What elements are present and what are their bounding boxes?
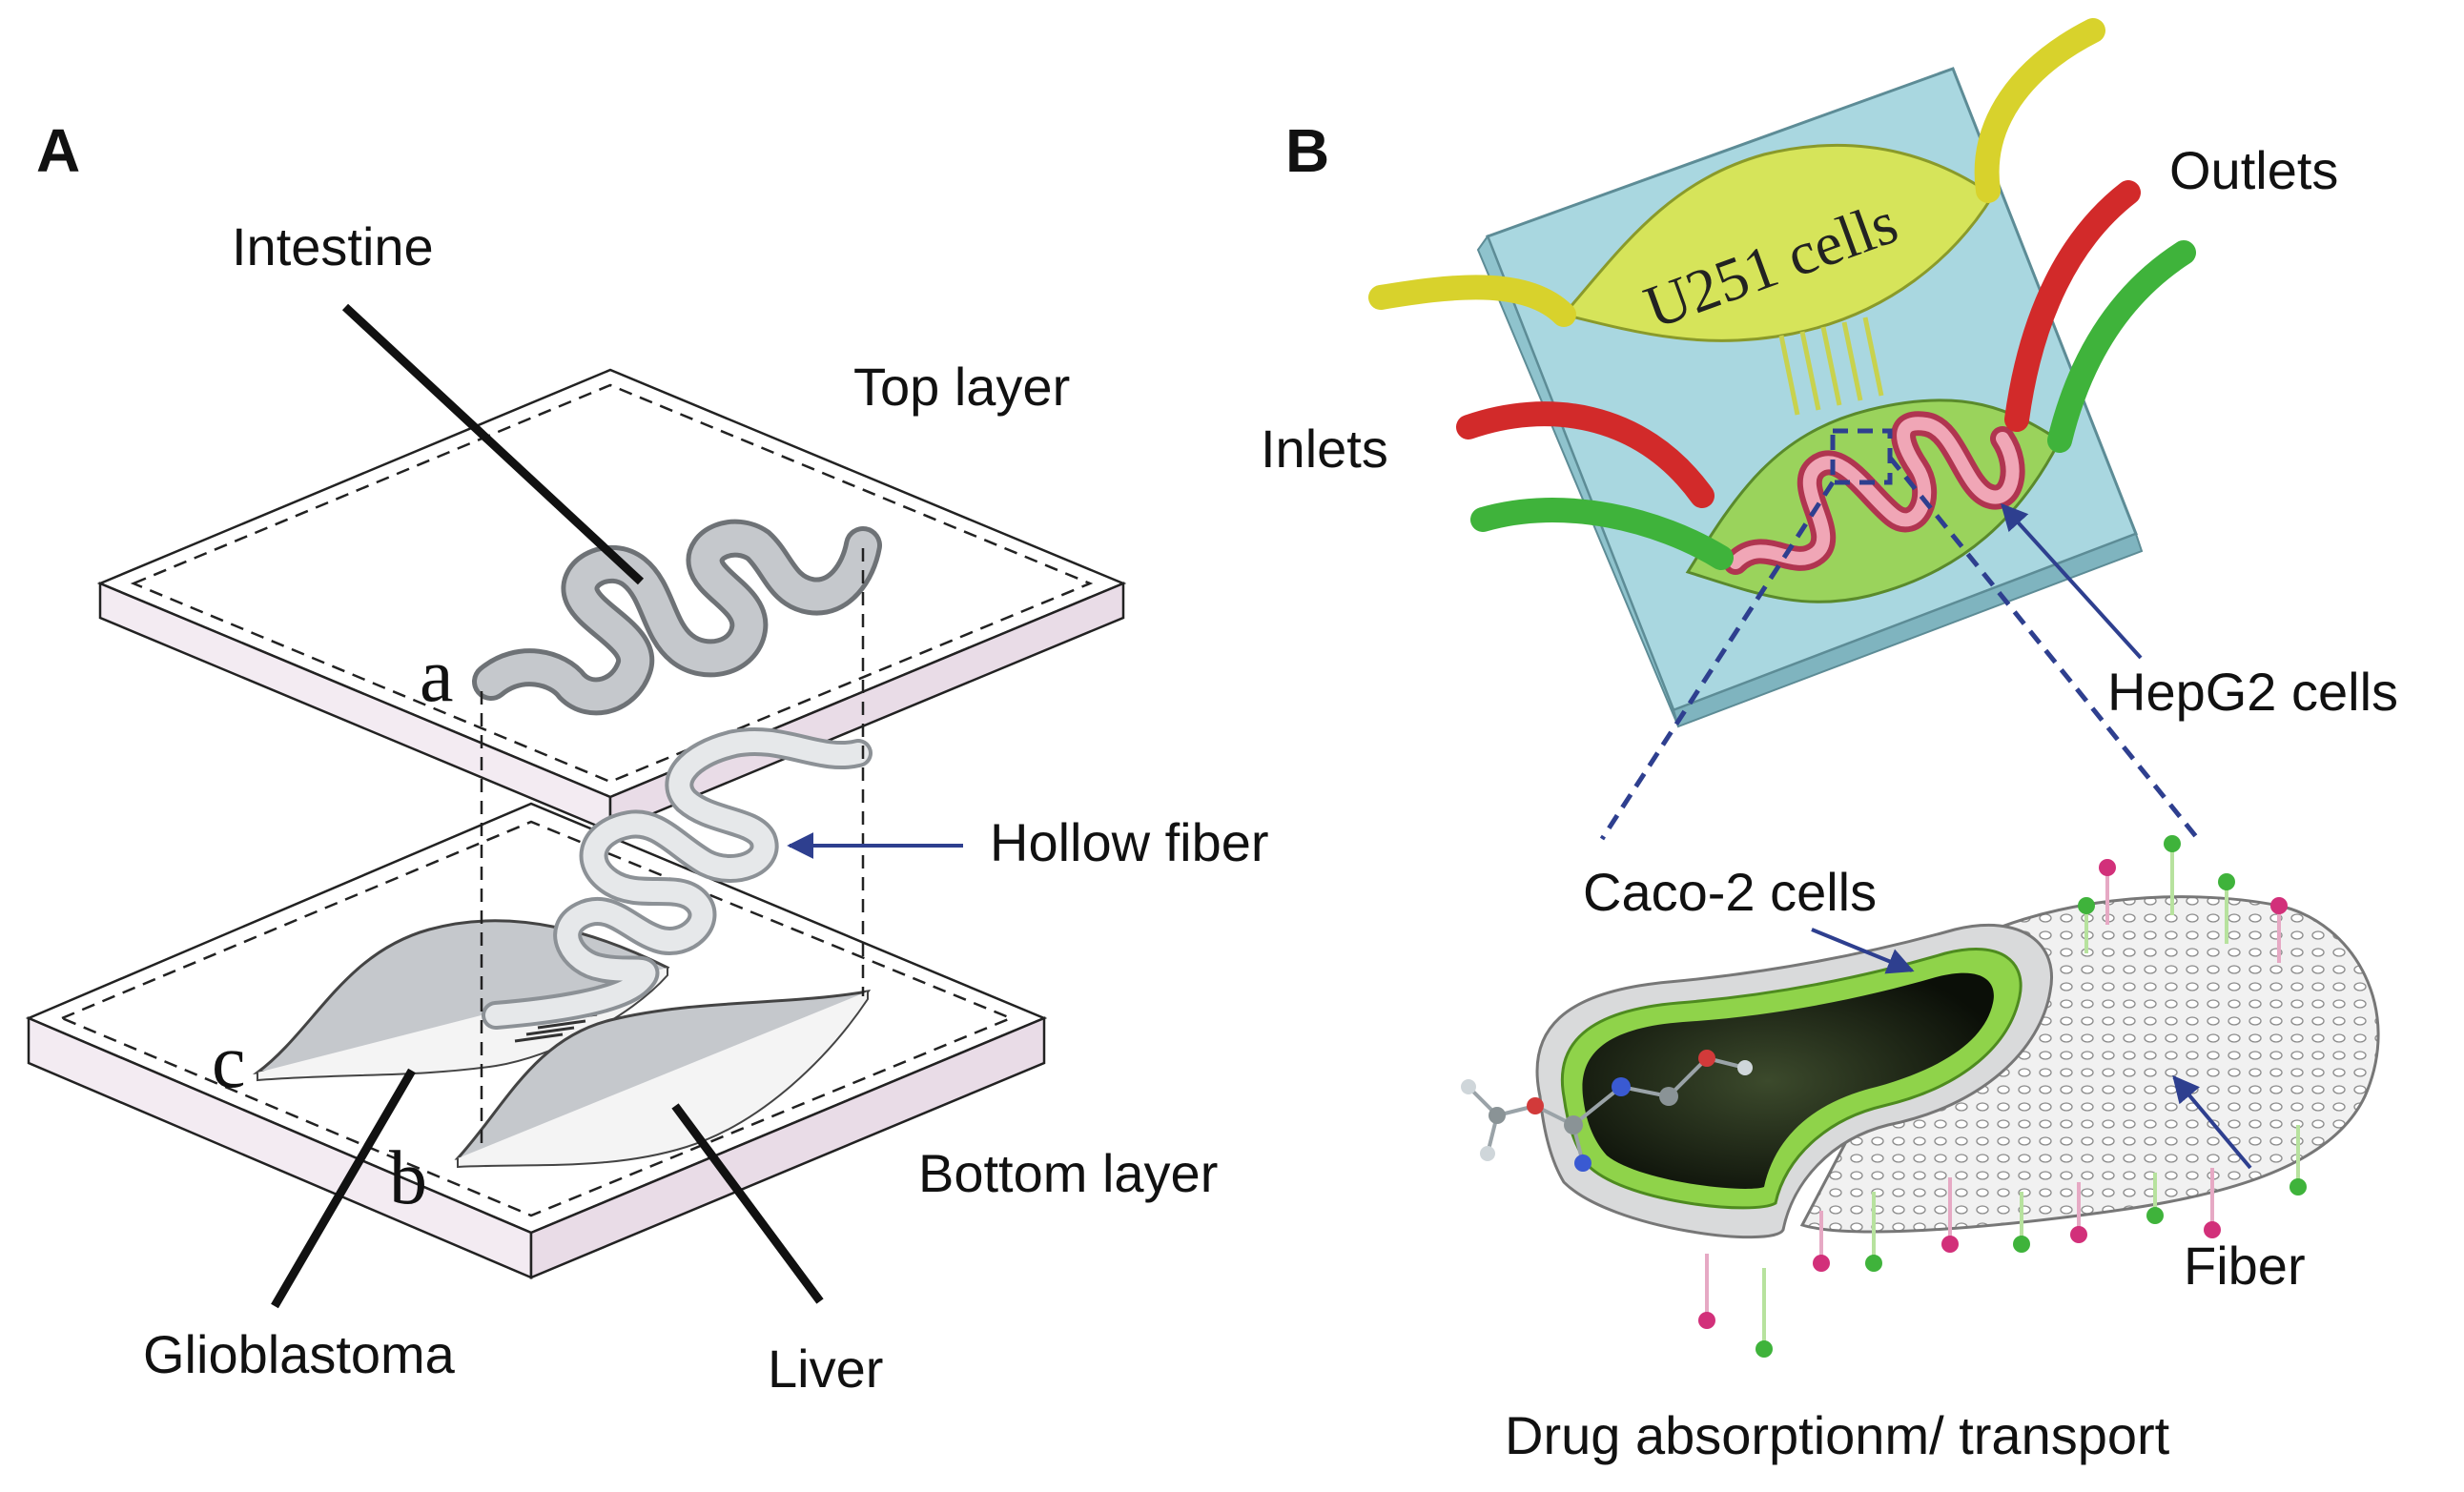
label-hepg2: HepG2 cells [2107,662,2398,722]
drug-molecule [1461,1050,1753,1172]
label-caco2: Caco-2 cells [1583,862,1877,922]
port-a: a [420,634,454,718]
label-hollow-fiber: Hollow fiber [990,812,1269,872]
label-glioblastoma: Glioblastoma [143,1324,456,1384]
chip-channels [1778,317,1884,416]
label-bottom-layer: Bottom layer [918,1143,1218,1203]
label-top-layer: Top layer [853,357,1070,417]
label-outlets: Outlets [2169,140,2338,200]
intestine-leader [341,303,645,585]
liver-leader [671,1103,824,1304]
label-inlets: Inlets [1261,419,1388,479]
hepg2-arrow [2001,502,2143,660]
chip-fiber [1723,411,2025,575]
tubes [1368,18,2196,570]
zoom-lines [1599,428,2200,841]
transport-pins [1698,835,2307,1358]
port-b: b [389,1136,427,1220]
alignment-lines [480,548,865,1144]
fiber-cross-section [1535,895,2380,1239]
fiber-arrow [2172,1074,2252,1170]
panel-b-letter: B [1285,116,1329,185]
liver-chamber [454,989,872,1169]
label-caption: Drug absorptionm/ transport [1505,1405,2170,1465]
hollow-fiber [482,726,873,1030]
intestine-channel [472,519,882,716]
label-intestine: Intestine [232,216,434,276]
port-c: c [212,1020,246,1104]
label-liver: Liver [768,1339,883,1399]
top-layer-slab [96,368,1127,833]
glioblastoma-leader [271,1068,416,1309]
label-fiber: Fiber [2184,1236,2306,1296]
u251-chamber: U251 cells [1561,143,1996,342]
caco2-arrow [1811,928,1915,974]
panel-a-letter: A [36,116,80,185]
